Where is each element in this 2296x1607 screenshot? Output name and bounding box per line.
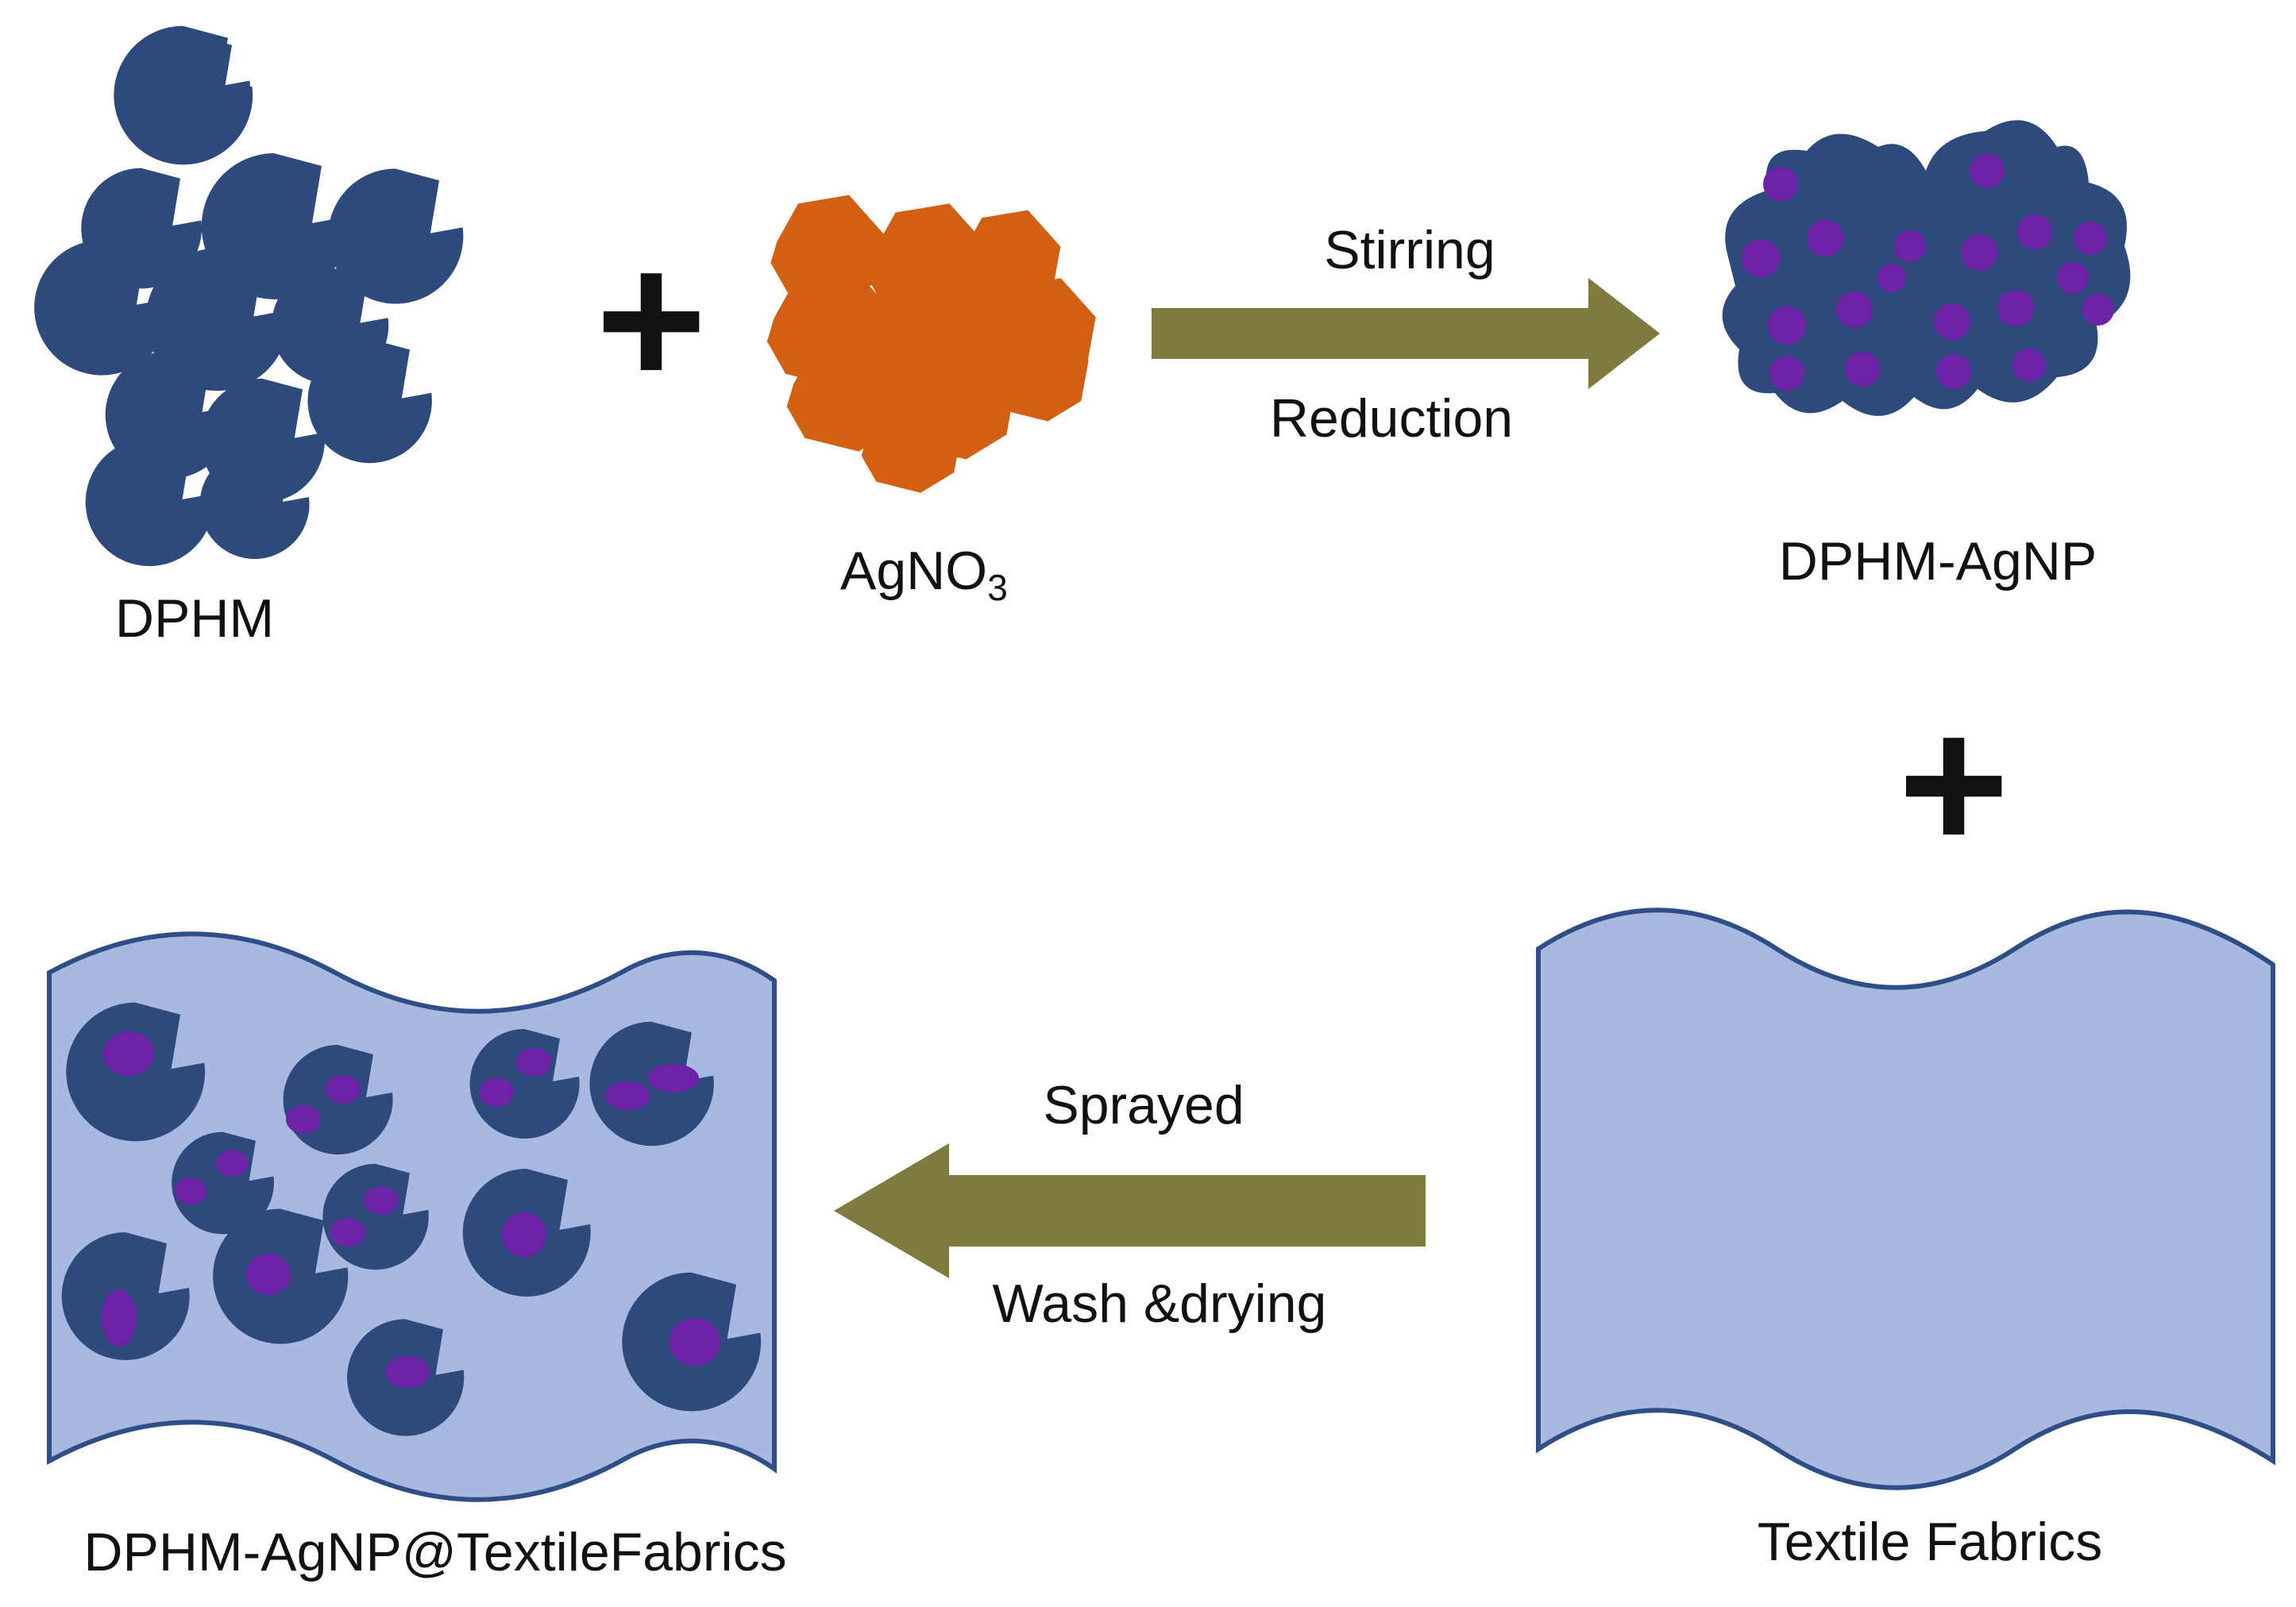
agno3-label: AgNO3 bbox=[840, 541, 1008, 608]
coated-fabrics-label: DPHM-AgNP@TextileFabrics bbox=[83, 1522, 786, 1582]
plus-icon: + bbox=[1898, 677, 2009, 890]
left-arrow-icon bbox=[834, 1143, 1426, 1278]
agno3-cluster bbox=[766, 195, 1096, 493]
reduction-label: Reduction bbox=[1270, 388, 1513, 449]
dphm-label: DPHM bbox=[115, 588, 274, 649]
wash-drying-label: Wash &drying bbox=[993, 1274, 1327, 1334]
coated-textile-fabric bbox=[47, 931, 777, 1502]
stirring-label: Stirring bbox=[1324, 220, 1495, 280]
dphm-agnp-cluster bbox=[1722, 120, 2131, 416]
dphm-agnp-label: DPHM-AgNP bbox=[1779, 531, 2097, 592]
sprayed-label: Sprayed bbox=[1043, 1075, 1244, 1135]
right-arrow-icon bbox=[1152, 278, 1660, 389]
plus-icon: + bbox=[596, 213, 707, 426]
coated-particles bbox=[61, 1002, 762, 1436]
textile-fabric-sheet bbox=[1536, 908, 2275, 1490]
dphm-cluster bbox=[34, 25, 464, 566]
textile-fabrics-label: Textile Fabrics bbox=[1758, 1512, 2103, 1572]
